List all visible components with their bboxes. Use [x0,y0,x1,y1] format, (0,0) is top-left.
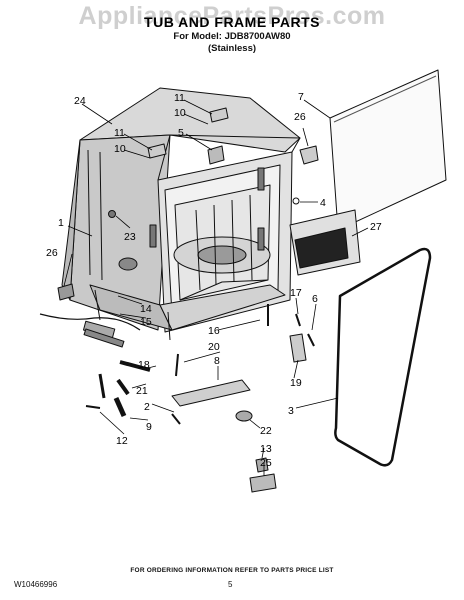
page-number: 5 [228,580,233,589]
document-number: W10466996 [14,580,58,589]
foot-22 [235,410,253,422]
callout-16: 16 [208,325,220,337]
callout-27: 27 [370,221,382,233]
watermark: AppliancePartsPros.com [78,2,386,30]
screw-12 [85,405,101,409]
base-frame [82,284,286,341]
screw-17 [295,313,301,327]
clip-26-left [57,283,75,301]
callout-10-upper: 10 [174,107,186,119]
clip-13 [255,457,269,473]
mounting-bracket-upper [209,107,229,123]
front-leg [83,328,125,348]
callout-2: 2 [144,401,150,413]
callout-17: 17 [290,287,302,299]
model-number: For Model: JDB8700AW80 [173,31,291,42]
callout-6: 6 [312,293,318,305]
finish-label: (Stainless) [207,43,257,54]
ordering-note: FOR ORDERING INFORMATION REFER TO PARTS … [130,567,334,574]
callout-10-lower: 10 [114,143,126,155]
leg-18 [119,360,151,372]
callout-9: 9 [146,421,152,433]
screw-20 [175,353,179,377]
callout-19: 19 [290,377,302,389]
foot-9 [113,396,127,418]
callout-13: 13 [260,443,272,455]
callout-25: 25 [260,457,272,469]
callout-3: 3 [288,405,294,417]
clip-6 [307,333,315,347]
wire-harness [39,313,141,331]
callout-1: 1 [58,217,64,229]
callout-26-right: 26 [294,111,306,123]
screw-2 [171,413,181,425]
callout-11-lower: 11 [114,127,125,139]
tub-gasket [334,247,432,467]
callout-18: 18 [138,359,150,371]
foot-21 [116,378,130,396]
mounting-bracket-left [147,143,167,159]
toe-panel-8 [171,379,251,407]
callout-26-left: 26 [46,247,58,259]
bracket-25 [249,473,277,493]
callout-7: 7 [298,91,304,103]
callout-20: 20 [208,341,220,353]
screw-23 [108,210,116,218]
side-bracket [207,145,225,165]
callout-21: 21 [136,385,148,397]
callout-14: 14 [140,303,152,315]
hinge-bracket [299,145,319,165]
bracket-19 [289,333,307,363]
side-panel-strip [329,69,447,231]
callout-4: 4 [320,197,326,209]
plug-4 [292,197,300,205]
callout-12: 12 [116,435,128,447]
callout-22: 22 [260,425,272,437]
callout-24: 24 [74,95,86,107]
callout-11-upper: 11 [174,92,185,104]
callout-5: 5 [178,127,184,139]
callout-23: 23 [124,231,136,243]
page-title: TUB AND FRAME PARTS [144,14,320,30]
callout-8: 8 [214,355,220,367]
callout-15: 15 [140,316,152,328]
leveling-leg [98,373,106,399]
